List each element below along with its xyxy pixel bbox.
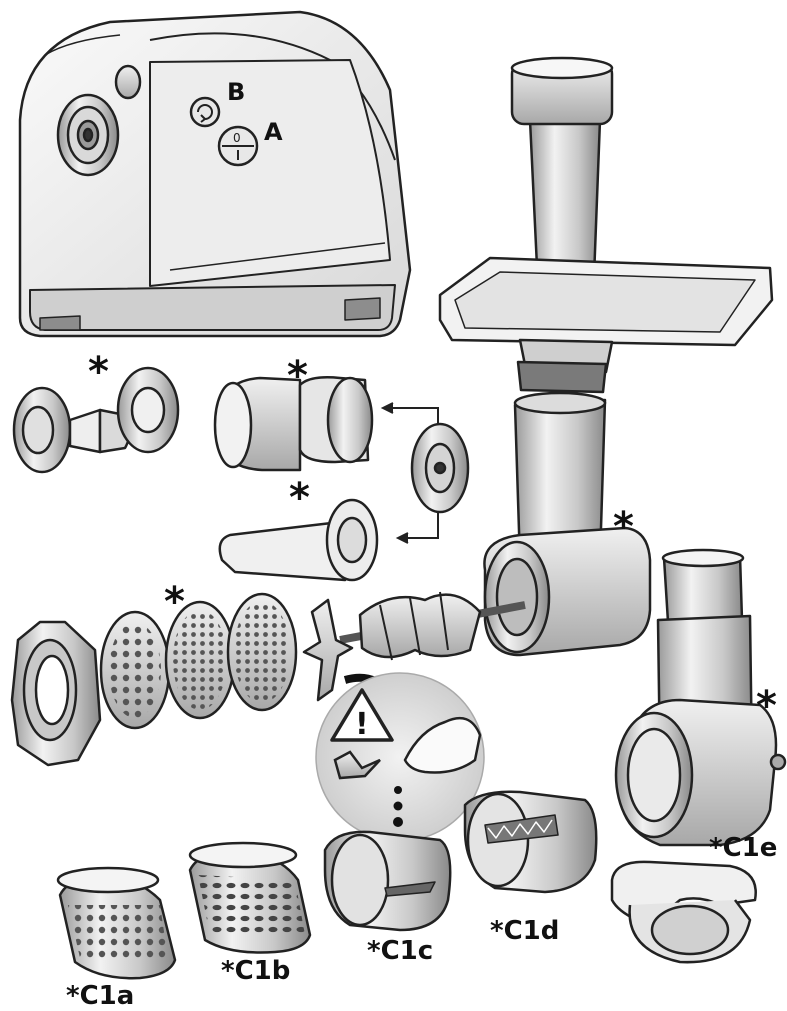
- power-button[interactable]: 0: [217, 125, 259, 167]
- drum-c1b: [188, 841, 312, 954]
- warning-triangle-icon: [330, 688, 394, 742]
- warning-callout: !: [315, 672, 485, 842]
- connector-arrows: [380, 402, 439, 544]
- kebbe-cone-disc: [410, 422, 470, 514]
- slicer-housing: [614, 548, 787, 847]
- asterisk-discs: *: [164, 579, 185, 625]
- label-button-b: B: [227, 78, 246, 106]
- svg-text:!: !: [355, 707, 369, 742]
- label-c1d: *C1d: [490, 916, 560, 946]
- label-c1e: *C1e: [709, 833, 778, 863]
- feed-screw: [339, 591, 526, 661]
- svg-text:0: 0: [233, 131, 241, 145]
- asterisk-sausage: *: [88, 349, 109, 395]
- drum-c1c: [323, 830, 452, 932]
- cutting-blade: [302, 598, 354, 702]
- motor-unit: [18, 10, 412, 338]
- disc-fine: [226, 592, 298, 712]
- reverse-button[interactable]: [189, 96, 221, 128]
- label-c1c: *C1c: [367, 936, 434, 966]
- disc-medium: [164, 600, 236, 720]
- asterisk-kebbe: *: [287, 353, 308, 399]
- asterisk-slicer: *: [756, 683, 777, 729]
- kebbe-accessory: [213, 376, 374, 472]
- label-button-a: A: [264, 118, 283, 146]
- drum-c1d: [463, 790, 598, 894]
- asterisk-funnel: *: [289, 475, 310, 521]
- label-c1b: *C1b: [221, 956, 291, 986]
- asterisk-grinder: *: [613, 504, 634, 550]
- ring-nut: [10, 620, 102, 767]
- slicer-pusher: [610, 860, 757, 964]
- drum-c1a: [56, 866, 177, 980]
- sausage-funnel: [218, 498, 379, 582]
- label-c1a: *C1a: [66, 981, 135, 1011]
- sausage-accessory: [12, 366, 180, 474]
- reverse-arrow-icon: [197, 104, 213, 120]
- feeding-tray: [438, 256, 774, 394]
- grinder-head: [483, 391, 652, 657]
- disc-coarse: [99, 610, 171, 730]
